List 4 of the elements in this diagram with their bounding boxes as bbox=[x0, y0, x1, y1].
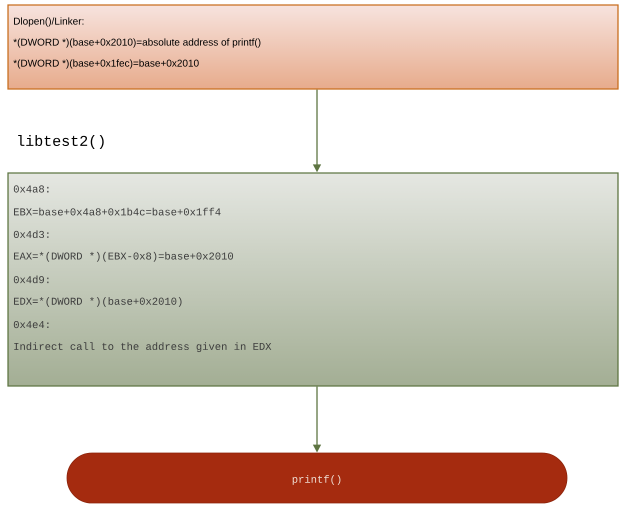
process-box: Dlopen()/Linker: *(DWORD *)(base+0x2010)=absolute address of printf() *(DWORD *)(base+0x1fec)=base+0x2010 bbox=[7, 4, 619, 90]
code-box: libtest2() 0x4a8: EBX=base+0x4a8+0x1b4c=base+0x1ff4 0x4d3: EAX=*(DWORD *)(EBX-0x8)=base+0x2010 0x4d9: EDX=*(DWORD *)(base+0x2010) 0x4e4: Indirect call to the address given in EDX bbox=[7, 135, 619, 387]
terminal-box: printf() bbox=[66, 452, 568, 504]
node-label: libtest2() bbox=[18, 135, 104, 149]
